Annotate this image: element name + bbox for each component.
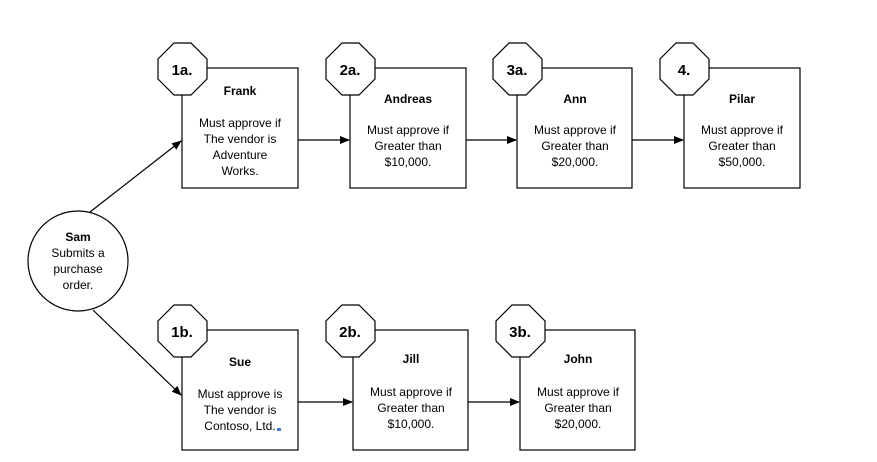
approver-rule-line: Greater than [708, 139, 775, 153]
approver-rule-line: The vendor is [204, 132, 277, 146]
step-badge-4: 4. [659, 42, 710, 96]
step-badge-1a: 1a. [157, 42, 208, 96]
approver-rule-line: Must approve if [534, 123, 617, 137]
approver-rule-line: Must approve is [198, 387, 283, 401]
approver-rule-line: $10,000. [388, 417, 435, 431]
approver-name: Sue [229, 355, 251, 369]
approver-rule-line: The vendor is [204, 403, 277, 417]
approver-box-jill: Jill Must approve if Greater than $10,00… [352, 329, 469, 451]
text-cursor-marker [277, 428, 281, 431]
step-label: 2a. [340, 62, 361, 79]
start-name: Sam [65, 230, 90, 244]
start-line: order. [63, 278, 94, 292]
approver-rule-line: $20,000. [555, 417, 602, 431]
step-label: 1a. [172, 62, 193, 79]
connector-start-to-frank [89, 140, 182, 213]
approver-rule-line: Must approve if [367, 123, 450, 137]
approver-rule-line: Contoso, Ltd. [204, 419, 275, 433]
step-badge-2b: 2b. [325, 304, 376, 358]
step-label: 1b. [171, 324, 193, 341]
approver-rule-line: Must approve if [537, 385, 620, 399]
approver-name: Andreas [384, 92, 432, 106]
connector-start-to-sue [92, 309, 182, 396]
start-line: Submits a [51, 246, 105, 260]
step-label: 3a. [507, 62, 528, 79]
start-line: purchase [53, 262, 103, 276]
approver-box-john: John Must approve if Greater than $20,00… [519, 329, 636, 451]
step-badge-3a: 3a. [492, 42, 543, 96]
step-label: 3b. [509, 324, 531, 341]
step-label: 2b. [339, 324, 361, 341]
approver-name: Ann [563, 92, 586, 106]
approver-rule-line: $10,000. [385, 155, 432, 169]
approver-rule-line: Greater than [541, 139, 608, 153]
approver-name: John [564, 352, 593, 366]
approver-box-frank: Frank Must approve if The vendor is Adve… [181, 67, 299, 189]
approver-rule-line: Greater than [377, 401, 444, 415]
approver-rule-line: Adventure [213, 148, 268, 162]
step-label: 4. [678, 62, 691, 79]
approver-box-ann: Ann Must approve if Greater than $20,000… [516, 67, 633, 189]
approver-rule-line: Works. [221, 164, 258, 178]
step-badge-3b: 3b. [495, 304, 546, 358]
start-node-sam: Sam Submits a purchase order. [27, 210, 129, 312]
approver-rule-line: Must approve if [701, 123, 784, 137]
approver-rule-line: $20,000. [552, 155, 599, 169]
approver-rule-line: $50,000. [719, 155, 766, 169]
approver-box-sue: Sue Must approve is The vendor is Contos… [181, 329, 299, 451]
approver-rule-line: Greater than [544, 401, 611, 415]
approver-name: Jill [403, 352, 420, 366]
approver-name: Pilar [729, 92, 755, 106]
step-badge-2a: 2a. [325, 42, 376, 96]
approver-rule-line: Greater than [374, 139, 441, 153]
approver-rule-line: Must approve if [199, 116, 282, 130]
approver-box-pilar: Pilar Must approve if Greater than $50,0… [683, 67, 801, 189]
approver-rule-line: Must approve if [370, 385, 453, 399]
step-badge-1b: 1b. [157, 304, 208, 358]
approver-box-andreas: Andreas Must approve if Greater than $10… [349, 67, 467, 189]
approver-name: Frank [224, 84, 257, 98]
